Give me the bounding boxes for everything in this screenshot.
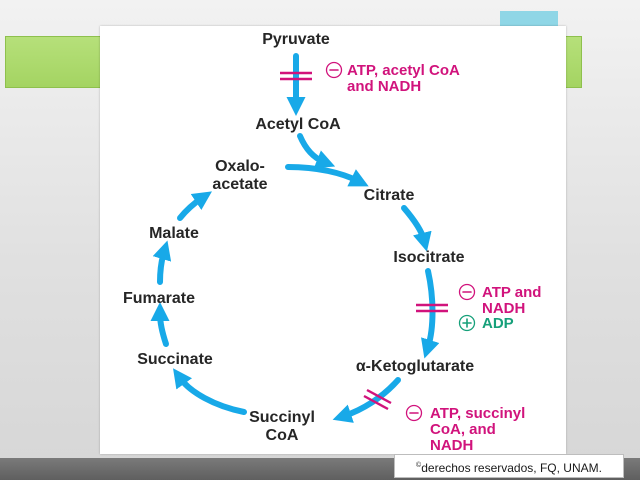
arrow-succinylcoa-to-succinate [173,368,247,415]
arrow-isocitrate-to-ketoglutarate [421,268,440,359]
akgdh-inhibitors-line2: CoA, and [430,421,496,438]
node-isocitrate: Isocitrate [393,249,464,266]
copyright-symbol: © [416,462,422,469]
arrow-acetylcoa-to-citrate [297,133,336,169]
akgdh-inhibitors-line1: ATP, succinyl [430,405,525,422]
cycle-diagram: Pyruvate Acetyl CoA Oxalo- acetate Citra… [123,31,541,454]
node-fumarate: Fumarate [123,290,195,307]
node-acetyl-coa: Acetyl CoA [255,116,341,133]
pdh-inhibitors-line2: and NADH [347,78,421,95]
node-succinyl-coa-line1: Succinyl [249,409,315,426]
idh-inhibitors-line1: ATP and [482,284,541,301]
arrow-oxaloacetate-to-citrate [285,164,369,187]
pdh-inhibitors-line1: ATP, acetyl CoA [347,62,460,79]
arrow-succinate-to-fumarate [150,302,170,347]
node-pyruvate: Pyruvate [262,31,330,48]
node-succinate: Succinate [137,351,213,368]
citric-acid-cycle-figure: Pyruvate Acetyl CoA Oxalo- acetate Citra… [100,26,566,454]
copyright-notice: ©derechos reservados, FQ, UNAM. [394,454,624,478]
node-oxaloacetate-line1: Oxalo- [215,158,265,175]
regulation-idh: ATP and NADH ADP [458,283,541,332]
node-oxaloacetate-line2: acetate [212,176,267,193]
node-succinyl-coa-line2: CoA [266,427,299,444]
block-bar-akgdh [363,388,392,411]
arrow-ketoglutarate-to-succinylcoa [332,377,401,423]
copyright-text: derechos reservados, FQ, UNAM. [421,461,602,475]
node-alpha-ketoglutarate: α-Ketoglutarate [356,358,474,375]
arrow-fumarate-to-malate [152,240,172,285]
block-bar-pdh [280,71,312,81]
idh-activator: ADP [482,315,514,332]
idh-inhibitors-line2: NADH [482,300,525,317]
node-citrate: Citrate [364,187,415,204]
arrow-malate-to-oxaloacetate [177,191,212,221]
block-bar-idh [416,303,448,313]
regulation-pdh: ATP, acetyl CoA and NADH [325,61,460,95]
node-malate: Malate [149,225,199,242]
regulation-akgdh: ATP, succinyl CoA, and NADH [405,404,525,454]
akgdh-inhibitors-line3: NADH [430,437,473,454]
arrow-citrate-to-isocitrate [401,205,432,252]
